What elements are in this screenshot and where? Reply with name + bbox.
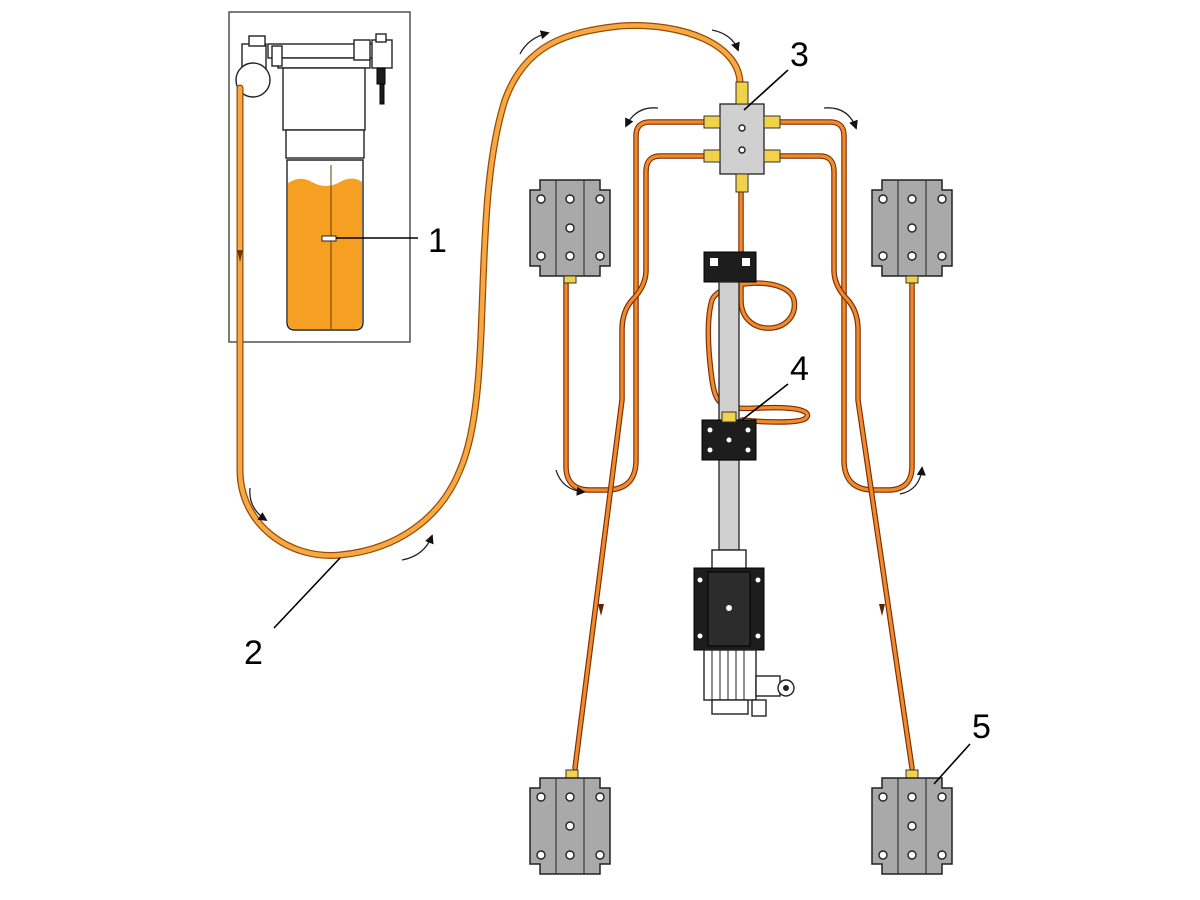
lubricant-level (288, 178, 362, 329)
guide-carriage-upper-left (529, 179, 611, 284)
rotation-arrows (249, 29, 926, 561)
callout-2: 2 (244, 634, 263, 672)
servo-motor (703, 649, 795, 717)
guide-carriage-lower-left (529, 769, 611, 875)
distribution-tubes (563, 119, 915, 771)
ball-screw-assembly (693, 251, 795, 717)
callout-4: 4 (790, 350, 809, 388)
guide-carriage-upper-right (871, 179, 953, 284)
lubricant-reservoir (285, 129, 365, 331)
main-supply-line (236, 22, 744, 559)
pump-head (235, 33, 393, 131)
callout-3: 3 (790, 36, 809, 74)
callout-5: 5 (972, 708, 991, 746)
callouts: 1 2 3 4 5 (244, 36, 991, 785)
pump-reservoir-unit (228, 11, 411, 343)
distributor-block (703, 81, 781, 193)
screw-nut-block (701, 411, 757, 461)
callout-1: 1 (428, 222, 447, 260)
guide-carriage-lower-right (871, 769, 953, 875)
